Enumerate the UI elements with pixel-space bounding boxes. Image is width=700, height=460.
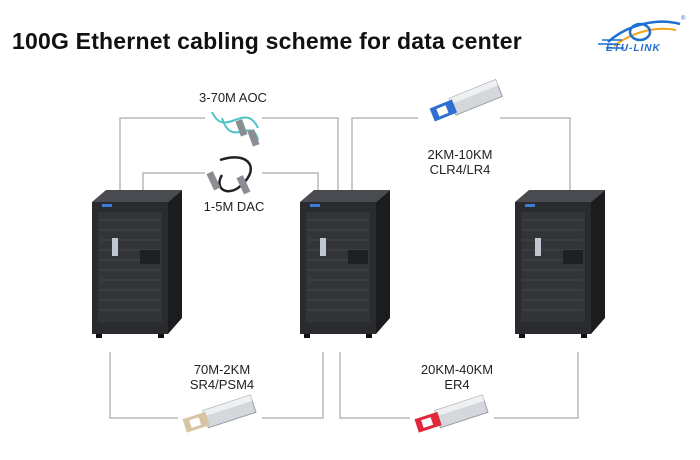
qsfp28-transceiver-icon	[182, 394, 257, 433]
er4-label-line1: 20KM-40KM	[420, 362, 494, 377]
dac-label-line1: 1-5M DAC	[203, 199, 265, 214]
sr4-label: 70M-2KM SR4/PSM4	[180, 362, 264, 392]
sr4-label-line1: 70M-2KM	[193, 362, 251, 377]
clr4-label: 2KM-10KM CLR4/LR4	[418, 147, 502, 177]
page-title: 100G Ethernet cabling scheme for data ce…	[12, 28, 522, 54]
er4-label: 20KM-40KM ER4	[412, 362, 502, 392]
dac-label: 1-5M DAC	[194, 199, 274, 214]
sr4-label-line2: SR4/PSM4	[189, 377, 255, 392]
aoc-cable-icon	[211, 111, 260, 147]
svg-text:®: ®	[681, 15, 686, 22]
clr4-label-line2: CLR4/LR4	[429, 162, 491, 177]
logo-wordmark: ETU-LINK	[606, 43, 661, 54]
etu-link-logo-icon: ®	[598, 15, 686, 49]
clr4-label-line1: 2KM-10KM	[427, 147, 493, 162]
dac-cable-icon	[206, 156, 252, 195]
server-rack-icon	[515, 190, 605, 338]
er4-label-line2: ER4	[444, 377, 470, 392]
aoc-label-line1: 3-70M AOC	[199, 90, 267, 105]
server-rack-icon	[300, 190, 390, 338]
server-rack-icon	[92, 190, 182, 338]
connector-lines	[109, 117, 579, 419]
qsfp28-transceiver-icon	[414, 394, 489, 433]
aoc-label: 3-70M AOC	[190, 90, 276, 105]
qsfp28-transceiver-icon	[429, 79, 504, 122]
